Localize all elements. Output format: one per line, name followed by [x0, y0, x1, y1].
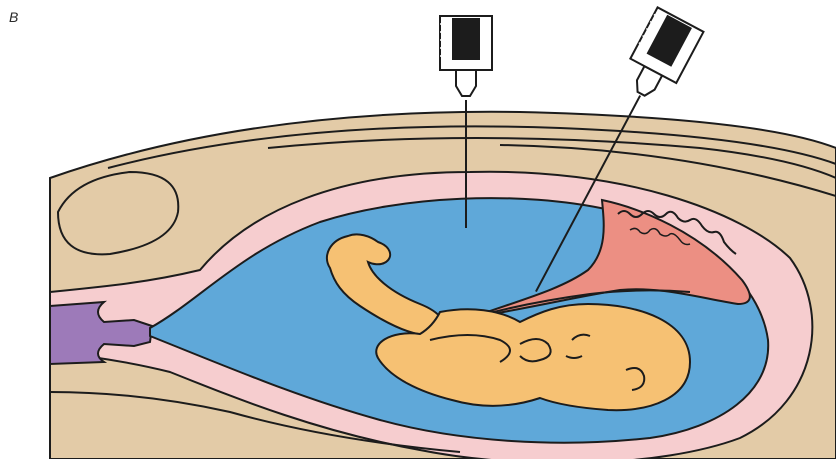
syringe-plunger — [452, 18, 480, 60]
syringe-hub — [456, 70, 476, 96]
